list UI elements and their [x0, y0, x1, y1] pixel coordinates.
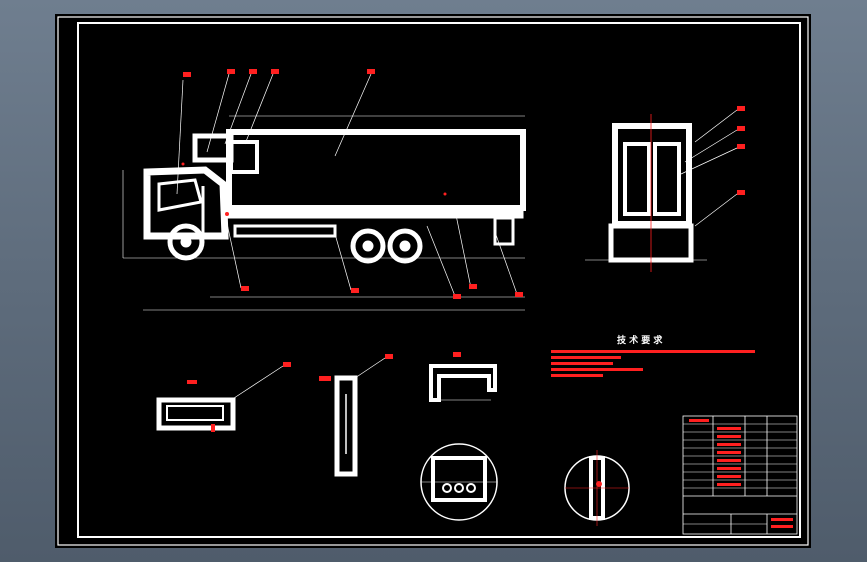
outer-border: [57, 16, 809, 546]
front-wheel-hub: [180, 236, 192, 248]
rear-bumper: [493, 216, 515, 246]
technical-requirements-title: 技 术 要 求: [617, 334, 663, 346]
title-block-rows: [683, 423, 797, 525]
rear-wheel-1: [350, 228, 386, 264]
rear-door-right: [653, 142, 681, 216]
detail-bracket: [334, 375, 358, 477]
detail-section: [429, 364, 497, 402]
side-skirt: [233, 224, 337, 238]
inner-border: [77, 22, 801, 538]
detail-tags: [187, 352, 602, 487]
rear-door-left: [623, 142, 651, 216]
drawing-viewport[interactable]: 技 术 要 求: [55, 14, 811, 548]
refrigeration-unit: [192, 133, 234, 163]
technical-notes: [551, 350, 755, 377]
leader-tags-side: [183, 69, 523, 299]
chassis: [222, 207, 524, 219]
rear-wheel-2-hub: [399, 240, 411, 252]
rear-wheel-1-hub: [362, 240, 374, 252]
detail-rail: [156, 397, 236, 431]
red-markers-side: [181, 162, 447, 216]
detail-views: [156, 357, 630, 526]
title-block-text-marks: [689, 419, 793, 528]
truck-side-view: [122, 115, 526, 311]
cargo-box: [226, 129, 526, 211]
title-block: [682, 415, 798, 535]
truck-rear-view: [585, 109, 738, 272]
cab-window: [157, 178, 203, 212]
leader-lines-side: [176, 73, 518, 297]
rear-wheel-2: [387, 228, 423, 264]
cab: [143, 166, 229, 240]
cad-drawing: 技 术 要 求: [57, 16, 809, 546]
leader-tags-rear: [737, 106, 745, 195]
refrigeration-detail: [229, 140, 259, 174]
